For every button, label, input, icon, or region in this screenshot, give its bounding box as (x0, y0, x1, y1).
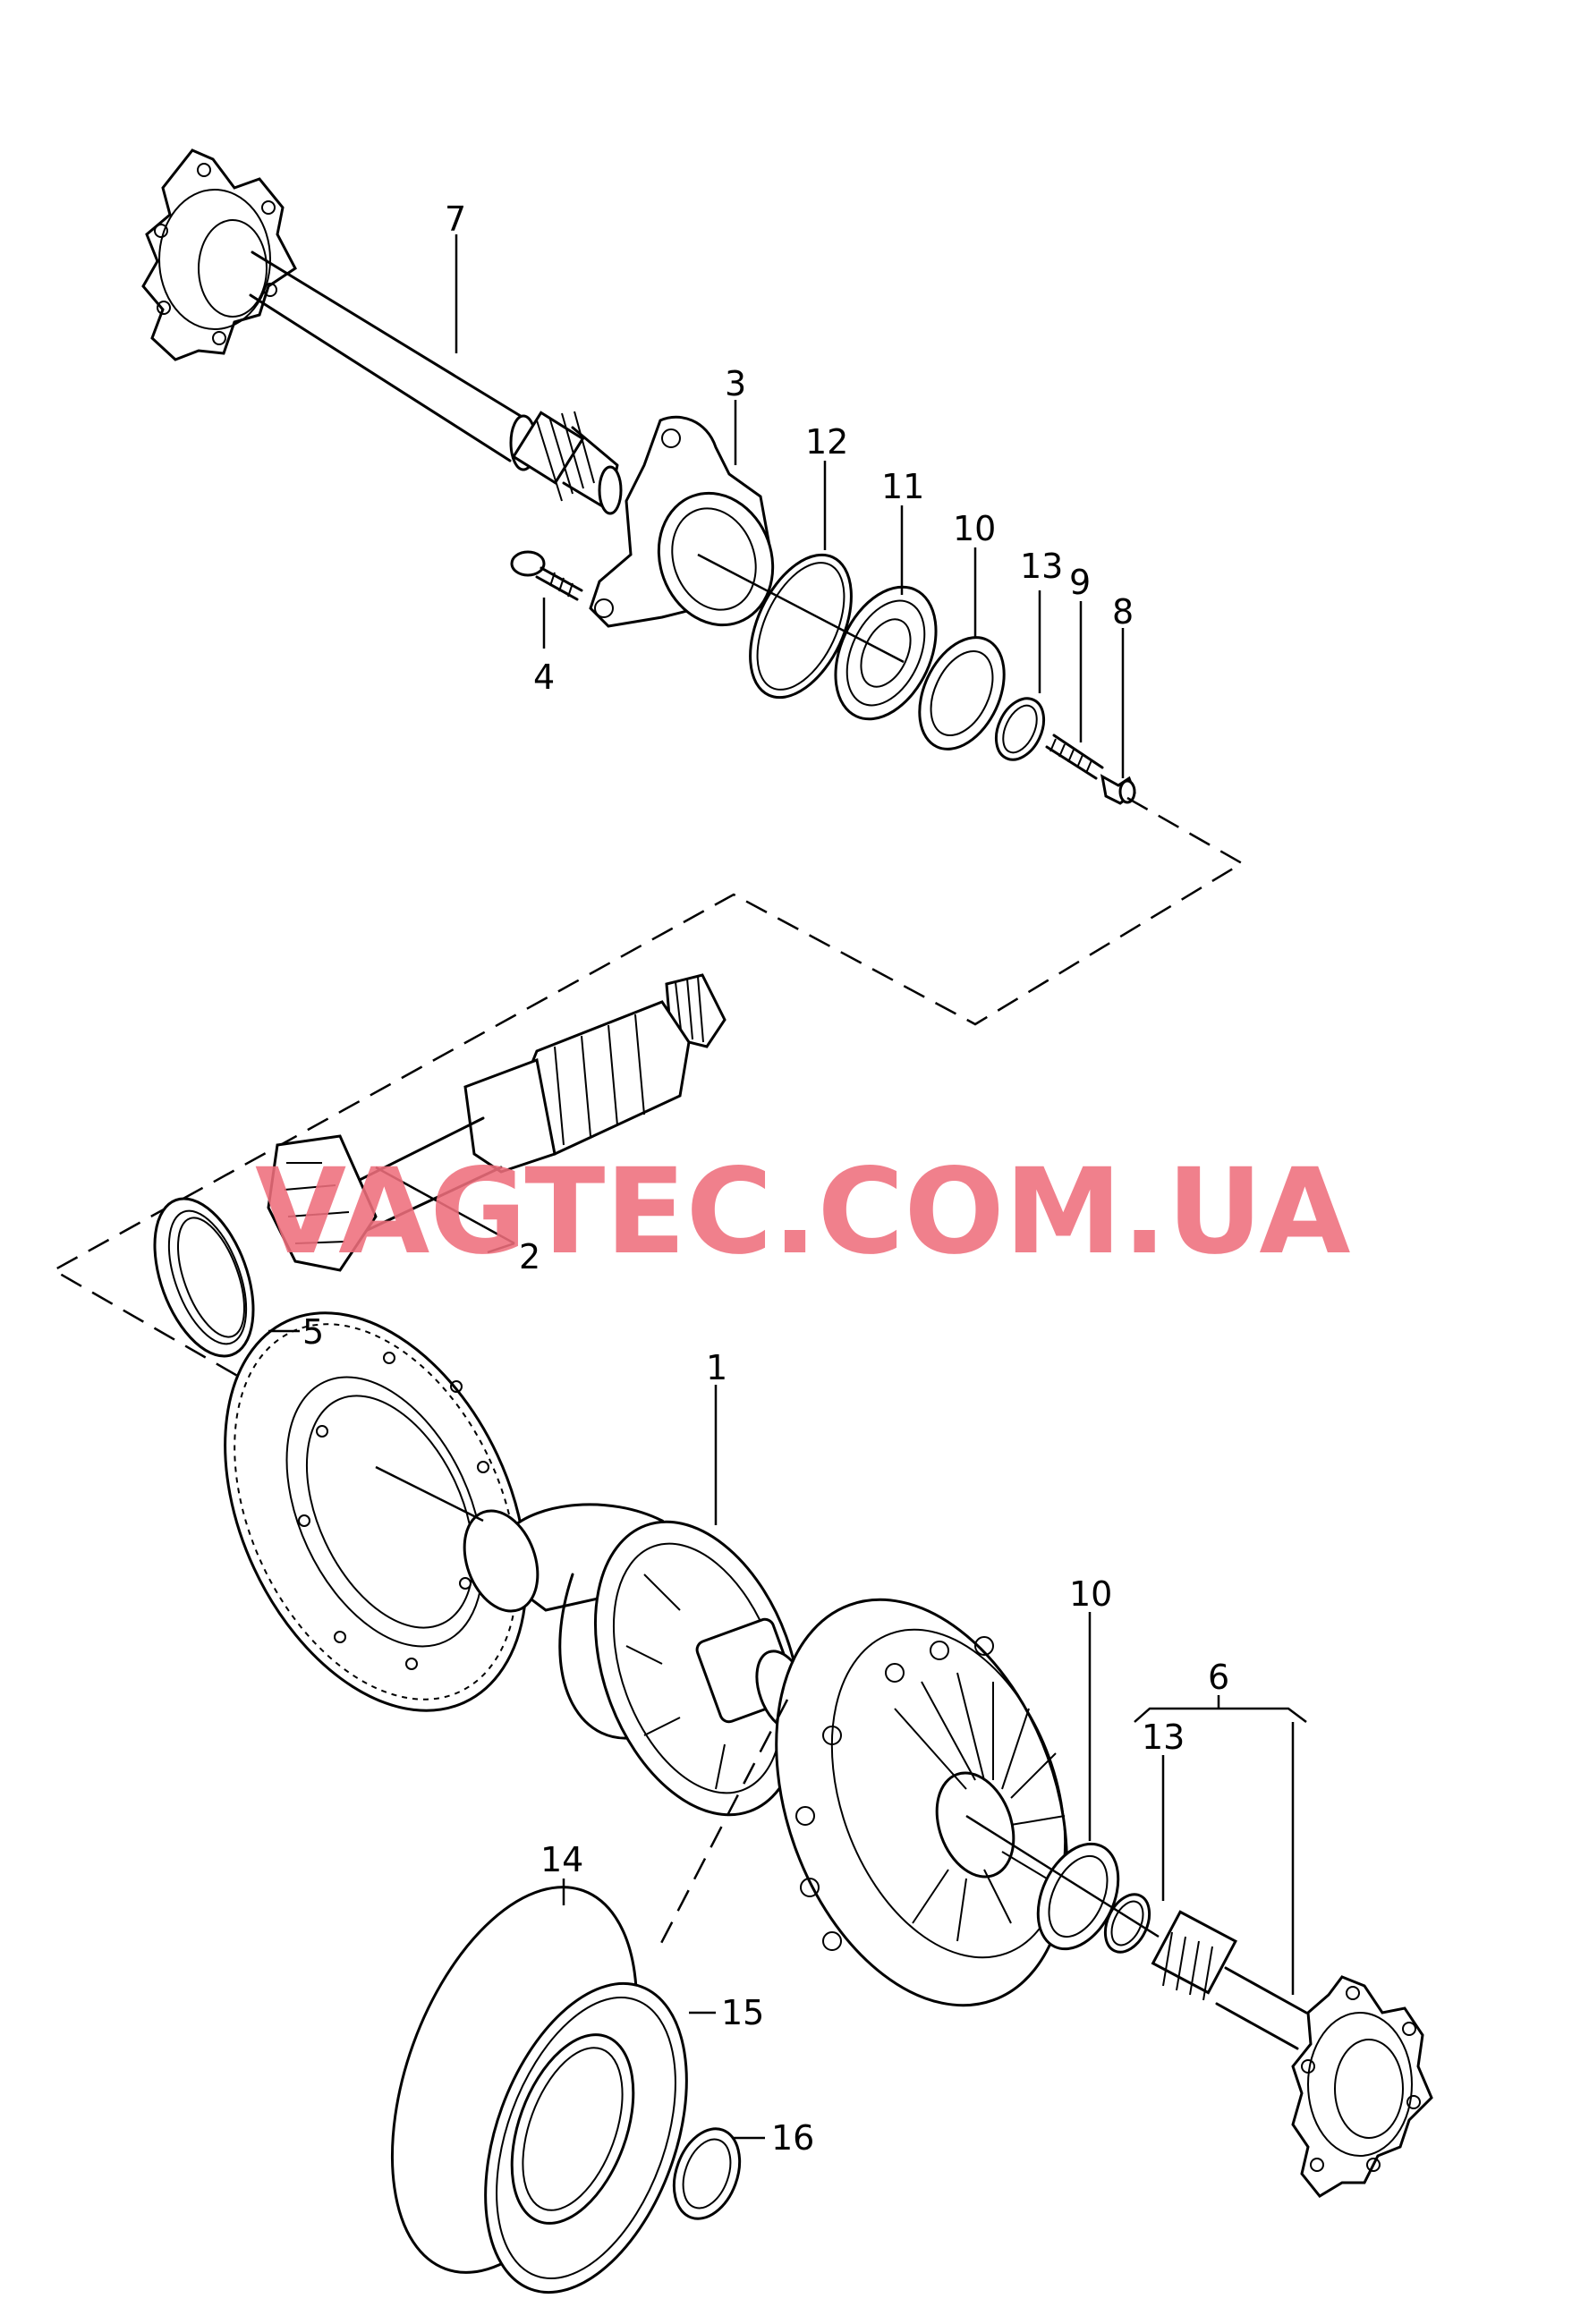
callout-12: 12 (805, 422, 848, 462)
part-7-flange-shaft (141, 148, 623, 515)
leader-lines (268, 234, 1307, 2140)
centerline-crown-wheel (375, 1465, 484, 1522)
part-13-circlip-top (994, 697, 1046, 761)
dashed-assembly-line-bottom (656, 1699, 789, 1951)
part-16-small-seal (672, 2127, 742, 2220)
differential-cover (775, 1598, 1068, 2007)
part-5-seal (153, 1197, 255, 1358)
callout-3: 3 (725, 364, 746, 403)
callout-1: 1 (706, 1348, 727, 1387)
callout-2: 2 (519, 1237, 540, 1277)
part-13-circlip-bottom (1103, 1893, 1151, 1954)
callout-6: 6 (1208, 1658, 1229, 1697)
part-9-spring (1045, 734, 1104, 780)
callout-10-bottom: 10 (1069, 1574, 1112, 1614)
centerline-bottom-shaft (965, 1814, 1160, 1938)
callout-13-top: 13 (1020, 547, 1063, 586)
part-10-washer-bottom (1036, 1842, 1120, 1951)
callout-8: 8 (1112, 592, 1134, 632)
callout-10-top: 10 (953, 509, 996, 548)
callout-11: 11 (881, 467, 924, 506)
part-2-pinion-shaft (267, 973, 727, 1272)
callouts: 7 3 12 11 10 13 9 8 4 2 5 1 10 6 13 14 1… (302, 199, 1229, 2158)
part-15-seal-carrier (484, 1981, 688, 2294)
dashed-assembly-line-top (51, 796, 1245, 1393)
part-6-flange-shaft (1151, 1910, 1433, 2198)
callout-4: 4 (533, 657, 555, 697)
callout-13-bottom: 13 (1142, 1718, 1185, 1757)
watermark: VAGTEC.COM.UA (255, 1143, 1350, 1281)
callout-7: 7 (445, 199, 466, 239)
centerline-top-housing (697, 553, 905, 664)
part-4-bolt (510, 550, 583, 601)
callout-9: 9 (1069, 563, 1091, 602)
callout-15: 15 (721, 1993, 764, 2032)
part-8-pin (1100, 774, 1136, 805)
callout-16: 16 (771, 2118, 814, 2158)
crown-wheel (224, 1311, 528, 1712)
callout-14: 14 (540, 1840, 583, 1879)
part-3-bearing-housing (589, 415, 775, 628)
callout-5: 5 (302, 1312, 324, 1352)
part-10-washer-top (918, 636, 1006, 751)
